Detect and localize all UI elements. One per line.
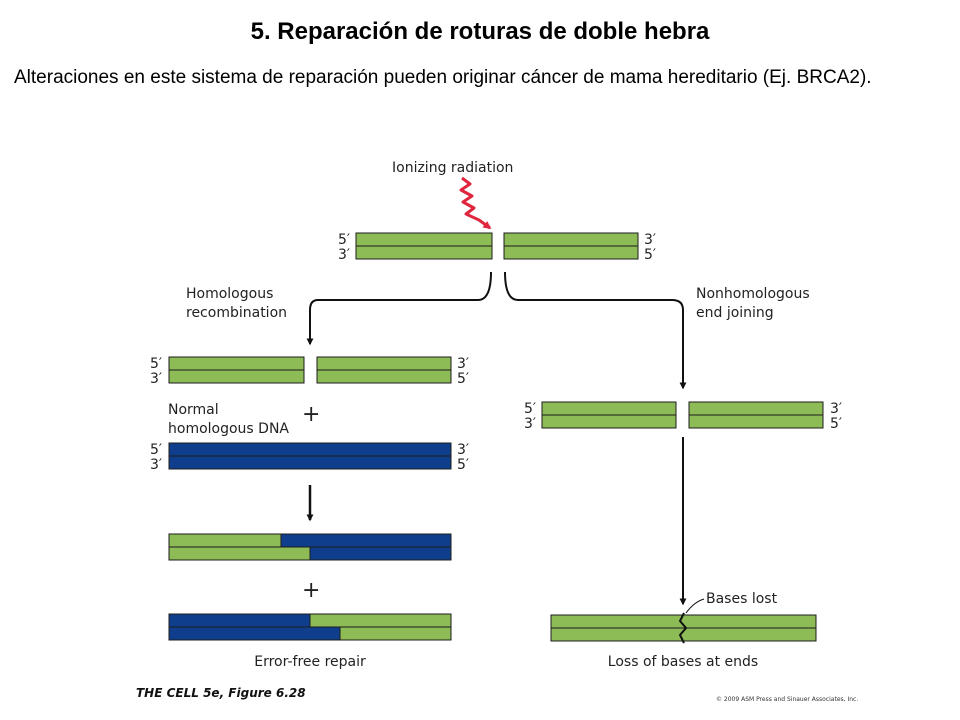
end-label: 3′ (830, 401, 842, 417)
pathway-brace (306, 271, 492, 346)
figure-caption: THE CELL 5e, Figure 6.28 (136, 686, 306, 700)
nonhomologous-end-joining-label: end joining (696, 305, 774, 321)
plus-sign: + (302, 578, 320, 603)
homologous-recombination-label: Homologous (186, 286, 273, 302)
ionizing-radiation-label: Ionizing radiation (392, 160, 513, 176)
nonhomologous-end-joining-label: Nonhomologous (696, 286, 810, 302)
normal-homologous-dna-label: homologous DNA (168, 421, 289, 437)
end-label: 3′ (150, 371, 162, 387)
end-label: 3′ (644, 232, 656, 248)
radiation-arrow (459, 176, 492, 230)
plus-sign: + (302, 402, 320, 427)
dna-left-broken (168, 356, 452, 384)
bases-lost-leader (685, 598, 705, 614)
homologous-recombination-label: recombination (186, 305, 287, 321)
end-label: 5′ (338, 232, 350, 248)
end-label: 5′ (644, 247, 656, 263)
end-label: 3′ (524, 416, 536, 432)
end-label: 5′ (457, 457, 469, 473)
dna-repaired-product (168, 613, 452, 641)
end-label: 3′ (150, 457, 162, 473)
end-label: 3′ (338, 247, 350, 263)
end-label: 3′ (457, 356, 469, 372)
copyright-notice: © 2009 ASM Press and Sinauer Associates,… (716, 696, 858, 703)
slide-subtitle: Alteraciones en este sistema de reparaci… (14, 67, 872, 88)
dna-homologous-template (168, 442, 452, 470)
slide-title: 5. Reparación de roturas de doble hebra (250, 18, 710, 45)
loss-of-bases-label: Loss of bases at ends (608, 654, 758, 670)
end-label: 5′ (830, 416, 842, 432)
end-label: 5′ (457, 371, 469, 387)
dna-repaired-product (168, 533, 452, 561)
bases-lost-label: Bases lost (706, 591, 778, 607)
normal-homologous-dna-label: Normal (168, 402, 219, 418)
end-label: 5′ (524, 401, 536, 417)
dna-joined-product (550, 612, 817, 644)
end-label: 5′ (150, 356, 162, 372)
end-label: 5′ (150, 442, 162, 458)
error-free-repair-label: Error-free repair (254, 654, 366, 670)
end-label: 3′ (457, 442, 469, 458)
pathway-brace (504, 271, 687, 390)
dna-right-broken (541, 401, 824, 429)
dna-top-broken (355, 232, 639, 260)
